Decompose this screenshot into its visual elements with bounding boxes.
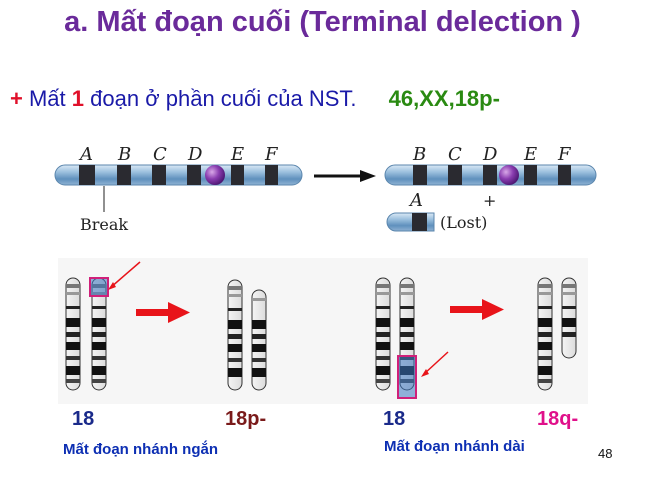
label-18-group2: 18 [383,408,405,430]
label-18p: 18p- [225,408,266,430]
band-label-a: A [78,144,93,165]
band-e [231,165,244,185]
lost-label: (Lost) [440,213,487,232]
band-label-d: D [187,144,203,165]
right-band-label-c: C [448,144,462,165]
red-arrow-group1 [136,302,190,323]
right-band-label-f: F [557,144,572,165]
deletion-statement: + Mất 1 đoạn ở phần cuối của NST. 46,XX,… [10,86,500,112]
caption-short-arm-deletion: Mất đoạn nhánh ngắn [63,441,218,458]
band-label-e: E [230,144,244,165]
band-b [117,165,131,185]
break-label: Break [80,215,128,234]
band-c [152,165,166,185]
pointer-arrow-short [109,261,141,289]
chromosome-18-normal-a [65,277,81,391]
karyotype-panel [58,258,588,404]
right-band-label-b: B [412,144,426,165]
page-number: 48 [598,446,613,461]
label-18q: 18q- [537,408,578,430]
deleted-chromosome [384,164,597,186]
chromosome-18-normal-d [375,277,391,391]
statement-suffix: đoạn ở phần cuối của NST. [84,86,357,111]
band-a [79,165,95,185]
plus-sign-label: + [483,191,496,210]
band-label-b: B [117,144,131,165]
band-label-f: F [264,144,279,165]
statement-prefix: Mất [28,86,72,111]
right-band-label-d: D [482,144,498,165]
lost-band-label: A [408,190,423,211]
slide-title: a. Mất đoạn cuối (Terminal delection ) [64,6,581,38]
band-f [265,165,278,185]
centromere [205,165,225,185]
plus-marker: + [10,86,23,111]
lost-fragment [386,212,435,232]
band-d [187,165,201,185]
deletion-highlight-short-arm [89,277,109,297]
chromosome-18q-deleted [561,277,577,359]
karyotype-notation: 46,XX,18p- [388,86,500,111]
chromosome-18-normal-f [537,277,553,391]
right-band-label-e: E [523,144,537,165]
deletion-highlight-long-arm [397,355,417,399]
red-arrow-group2 [450,299,504,320]
label-18-group1: 18 [72,408,94,430]
chromosome-18p-deleted [251,289,267,391]
chromosome-18-normal-c [227,279,243,391]
statement-count: 1 [71,86,85,111]
pointer-arrow-long [423,351,449,375]
caption-long-arm-deletion: Mất đoạn nhánh dài [384,438,525,455]
original-chromosome [54,164,303,186]
band-label-c: C [153,144,167,165]
transition-arrow-top [314,170,376,182]
